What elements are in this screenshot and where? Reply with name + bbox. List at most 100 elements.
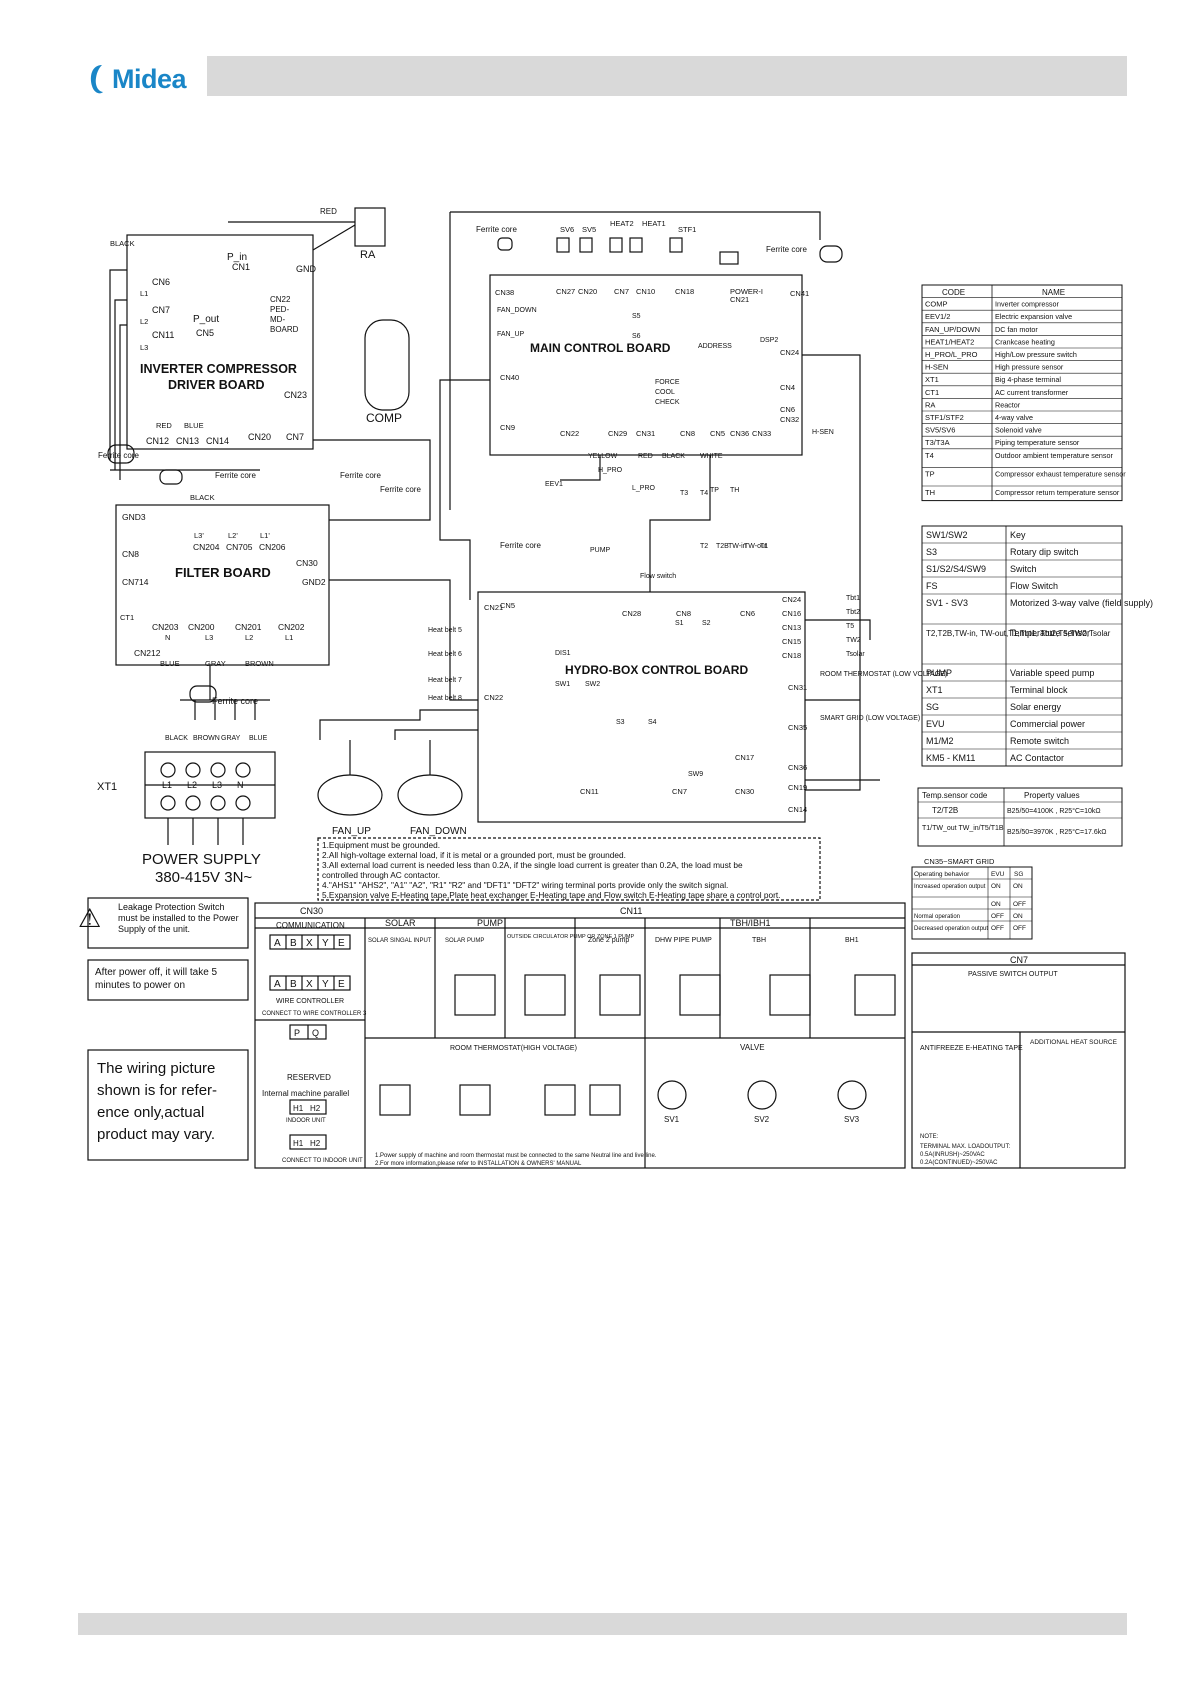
hydro-label-1: Heat belt 6 [428, 651, 462, 658]
note-line-4: 4."AHS1" "AHS2", "A1" "A2", "R1" "R2" an… [322, 880, 728, 890]
legend-code-0: COMP [925, 300, 948, 309]
hydro-label-21: T2 [700, 543, 708, 550]
filter-label-7: CT1 [120, 613, 134, 622]
cn30-h-top-1: H2 [310, 1104, 321, 1113]
legend-name-header: NAME [1042, 288, 1065, 297]
legend-key-name-10: Remote switch [1010, 736, 1069, 746]
pin-label: P_in [227, 252, 247, 263]
cn30-term-bot-4: E [338, 979, 345, 990]
inverter-label-4: L3 [140, 343, 148, 352]
hydro-conn-3: CN6 [740, 609, 755, 618]
xt1-term-1: L2 [187, 780, 197, 790]
ferrite-7: Ferrite core [500, 541, 541, 550]
legend-code-4: H_PRO/L_PRO [925, 350, 978, 359]
legend-key-code-6: PUMP [926, 668, 952, 678]
smart-grid-sg-1: OFF [1013, 901, 1026, 908]
inverter-label-5: RED [156, 421, 172, 430]
main-label-11: TP [710, 487, 719, 494]
filter-conn-5: CN206 [259, 542, 286, 552]
main-conn-8: CN7 [614, 287, 629, 296]
filter-conn-3: CN204 [193, 542, 220, 552]
ferrite-6: Ferrite core [766, 245, 807, 254]
main-conn-15: CN4 [780, 383, 795, 392]
filter-label-6: L1 [285, 633, 293, 642]
filter-conn-6: CN30 [296, 558, 318, 568]
cn7-title: CN7 [1010, 955, 1028, 965]
hydro-conn-9: CN31 [788, 683, 807, 692]
filter-label-11: BROWN [245, 659, 274, 668]
xt1-term-3: N [237, 780, 244, 790]
legend-key-code-0: SW1/SW2 [926, 530, 968, 540]
inverter-title-2: DRIVER BOARD [168, 378, 265, 392]
note-line-0: 1.Equipment must be grounded. [322, 840, 440, 850]
hydro-conn-2: CN8 [676, 609, 691, 618]
inverter-conn-3: CN12 [146, 436, 169, 446]
legend-key-code-4: SV1 - SV3 [926, 598, 968, 608]
hydro-label-9: S3 [616, 719, 625, 726]
filter-label-0: L3' [194, 531, 204, 540]
legend-temp-code-1: T1/TW_out TW_in/T5/T1B [922, 825, 1004, 832]
note-line-2: 3.All external load current is needed le… [322, 860, 743, 870]
inverter-title-1: INVERTER COMPRESSOR [140, 362, 297, 376]
cn7-note: NOTE: [920, 1134, 939, 1140]
inverter-conn-4: CN13 [176, 436, 199, 446]
legend-name-14: Compressor return temperature sensor [995, 488, 1120, 497]
cn11-tbh-label: TBH [752, 937, 766, 944]
hydro-conn-19: CN21 [484, 603, 503, 612]
legend-key-name-5: Temperature sensor [1010, 628, 1090, 638]
cn30-title: CN30 [300, 906, 323, 916]
hydro-label-12: PUMP [590, 547, 611, 554]
main-conn-14: CN24 [780, 348, 799, 357]
smart-grid-evu-3: OFF [991, 925, 1004, 932]
filter-conn-12: CN212 [134, 648, 161, 658]
smart-grid-sg-3: OFF [1013, 925, 1026, 932]
legend-name-3: Crankcase heating [995, 337, 1055, 346]
inverter-conn-11: GND [296, 264, 317, 274]
hydro-conn-14: CN11 [580, 787, 599, 796]
hydro-conn-12: CN19 [788, 783, 807, 792]
main-conn-25: CN40 [500, 373, 519, 382]
filter-label-8: BLACK [190, 493, 215, 502]
main-control-board [489, 274, 803, 456]
smart-grid-sg-0: ON [1013, 883, 1023, 890]
cn30-wire: WIRE CONTROLLER [276, 998, 344, 1005]
filter-label-9: BLUE [160, 659, 180, 668]
hydro-label-19: TW2 [846, 637, 861, 644]
hydro-label-17: Tbt2 [846, 609, 860, 616]
cn11-solar: SOLAR [385, 918, 416, 928]
ra-label: RA [360, 249, 376, 261]
pout-label: P_out [193, 314, 219, 325]
legend-name-9: 4-way valve [995, 413, 1033, 422]
hydro-label-3: Heat belt 8 [428, 695, 462, 702]
hydro-label-23: TW-in [728, 543, 747, 550]
main-conn-13: CN41 [790, 289, 809, 298]
cn11-frame [254, 902, 906, 1169]
main-conn-9: CN10 [636, 287, 655, 296]
hydro-label-7: S1 [675, 620, 684, 627]
filter-board-title: FILTER BOARD [175, 565, 271, 580]
cn30-term-top-0: A [274, 938, 281, 949]
main-label-13: EEV1 [545, 481, 563, 488]
hydro-conn-11: CN36 [788, 763, 807, 772]
legend-name-10: Solenoid valve [995, 426, 1042, 435]
legend-code-6: XT1 [925, 375, 939, 384]
sv2: SV2 [754, 1115, 770, 1124]
cn11-title: CN11 [620, 906, 642, 916]
cn7-inrush: 0.5A(INRUSH)~250VAC [920, 1152, 985, 1158]
cn11-bh1: BH1 [845, 937, 859, 944]
leakage-box [87, 897, 249, 949]
hydro-label-20: Tsolar [846, 651, 865, 658]
legend-key-name-0: Key [1010, 530, 1026, 540]
hydro-label-24: TW-out [744, 543, 767, 550]
xt1-label: XT1 [97, 781, 117, 793]
legend-key-name-8: Solar energy [1010, 702, 1062, 712]
main-label-8: L_PRO [632, 485, 656, 492]
main-label-5: COOL [655, 389, 675, 396]
legend-code-1: EEV1/2 [925, 312, 950, 321]
legend-name-0: Inverter compressor [995, 300, 1060, 309]
hydro-conn-15: CN7 [672, 787, 687, 796]
legend-key-name-3: Flow Switch [1010, 581, 1058, 591]
legend-key-name-1: Rotary dip switch [1010, 547, 1079, 557]
legend-key-name-4: Motorized 3-way valve (field supply) [1010, 598, 1153, 608]
smart-grid-h1: EVU [991, 871, 1005, 878]
